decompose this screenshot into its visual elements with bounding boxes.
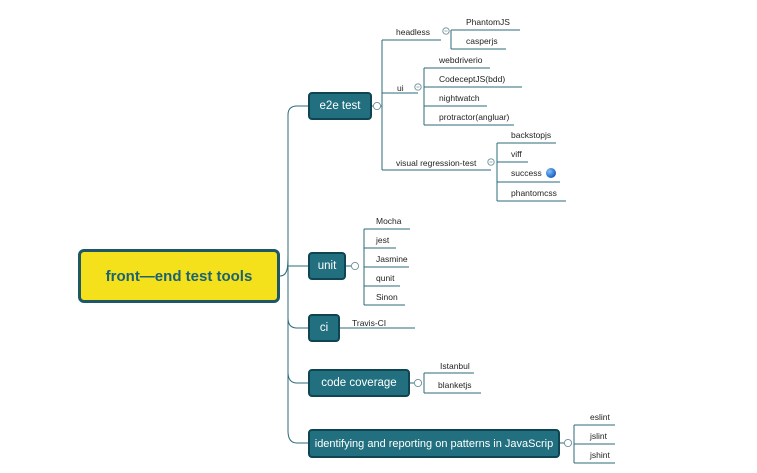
leaf-protractor[interactable]: protractor(angluar) bbox=[439, 112, 510, 122]
leaf-eslint[interactable]: eslint bbox=[590, 412, 610, 422]
leaf-success-label: success bbox=[511, 168, 542, 178]
leaf-backstopjs[interactable]: backstopjs bbox=[511, 130, 552, 140]
leaf-jslint[interactable]: jslint bbox=[590, 431, 608, 441]
branch-code-coverage[interactable]: code coverage bbox=[308, 369, 410, 397]
leaf-viff[interactable]: viff bbox=[511, 149, 522, 159]
globe-icon[interactable] bbox=[545, 168, 556, 178]
leaf-mocha[interactable]: Mocha bbox=[376, 216, 402, 226]
branch-linting[interactable]: identifying and reporting on patterns in… bbox=[308, 429, 560, 458]
coverage-collapse-toggle bbox=[413, 378, 423, 388]
leaf-jasmine[interactable]: Jasmine bbox=[376, 254, 408, 264]
leaf-phantomcss[interactable]: phantomcss bbox=[511, 188, 557, 198]
root-node[interactable]: front—end test tools bbox=[78, 249, 280, 303]
leaf-jshint[interactable]: jshint bbox=[590, 450, 610, 460]
leaf-codeceptjs[interactable]: CodeceptJS(bdd) bbox=[439, 74, 506, 84]
group-headless[interactable]: headless bbox=[396, 27, 431, 37]
leaf-qunit[interactable]: qunit bbox=[376, 273, 395, 283]
leaf-blanketjs[interactable]: blanketjs bbox=[438, 380, 472, 390]
branch-ci[interactable]: ci bbox=[308, 314, 340, 342]
unit-collapse-toggle bbox=[350, 261, 360, 271]
branch-e2e-test[interactable]: e2e test bbox=[308, 92, 372, 120]
leaf-istanbul[interactable]: Istanbul bbox=[440, 361, 470, 371]
branch-unit[interactable]: unit bbox=[308, 252, 346, 280]
group-ui[interactable]: ui bbox=[397, 83, 404, 93]
leaf-success[interactable]: success bbox=[511, 167, 556, 179]
leaf-sinon[interactable]: Sinon bbox=[376, 292, 398, 302]
leaf-jest[interactable]: jest bbox=[376, 235, 390, 245]
leaf-webdriverio[interactable]: webdriverio bbox=[439, 55, 483, 65]
group-visual-regression[interactable]: visual regression-test bbox=[396, 158, 477, 168]
leaf-nightwatch[interactable]: nightwatch bbox=[439, 93, 480, 103]
leaf-casperjs[interactable]: casperjs bbox=[466, 36, 498, 46]
leaf-travis-ci[interactable]: Travis-CI bbox=[352, 318, 387, 328]
e2e-collapse-toggle bbox=[372, 101, 382, 111]
leaf-phantomjs[interactable]: PhantomJS bbox=[466, 17, 510, 27]
lint-collapse-toggle bbox=[563, 438, 573, 448]
